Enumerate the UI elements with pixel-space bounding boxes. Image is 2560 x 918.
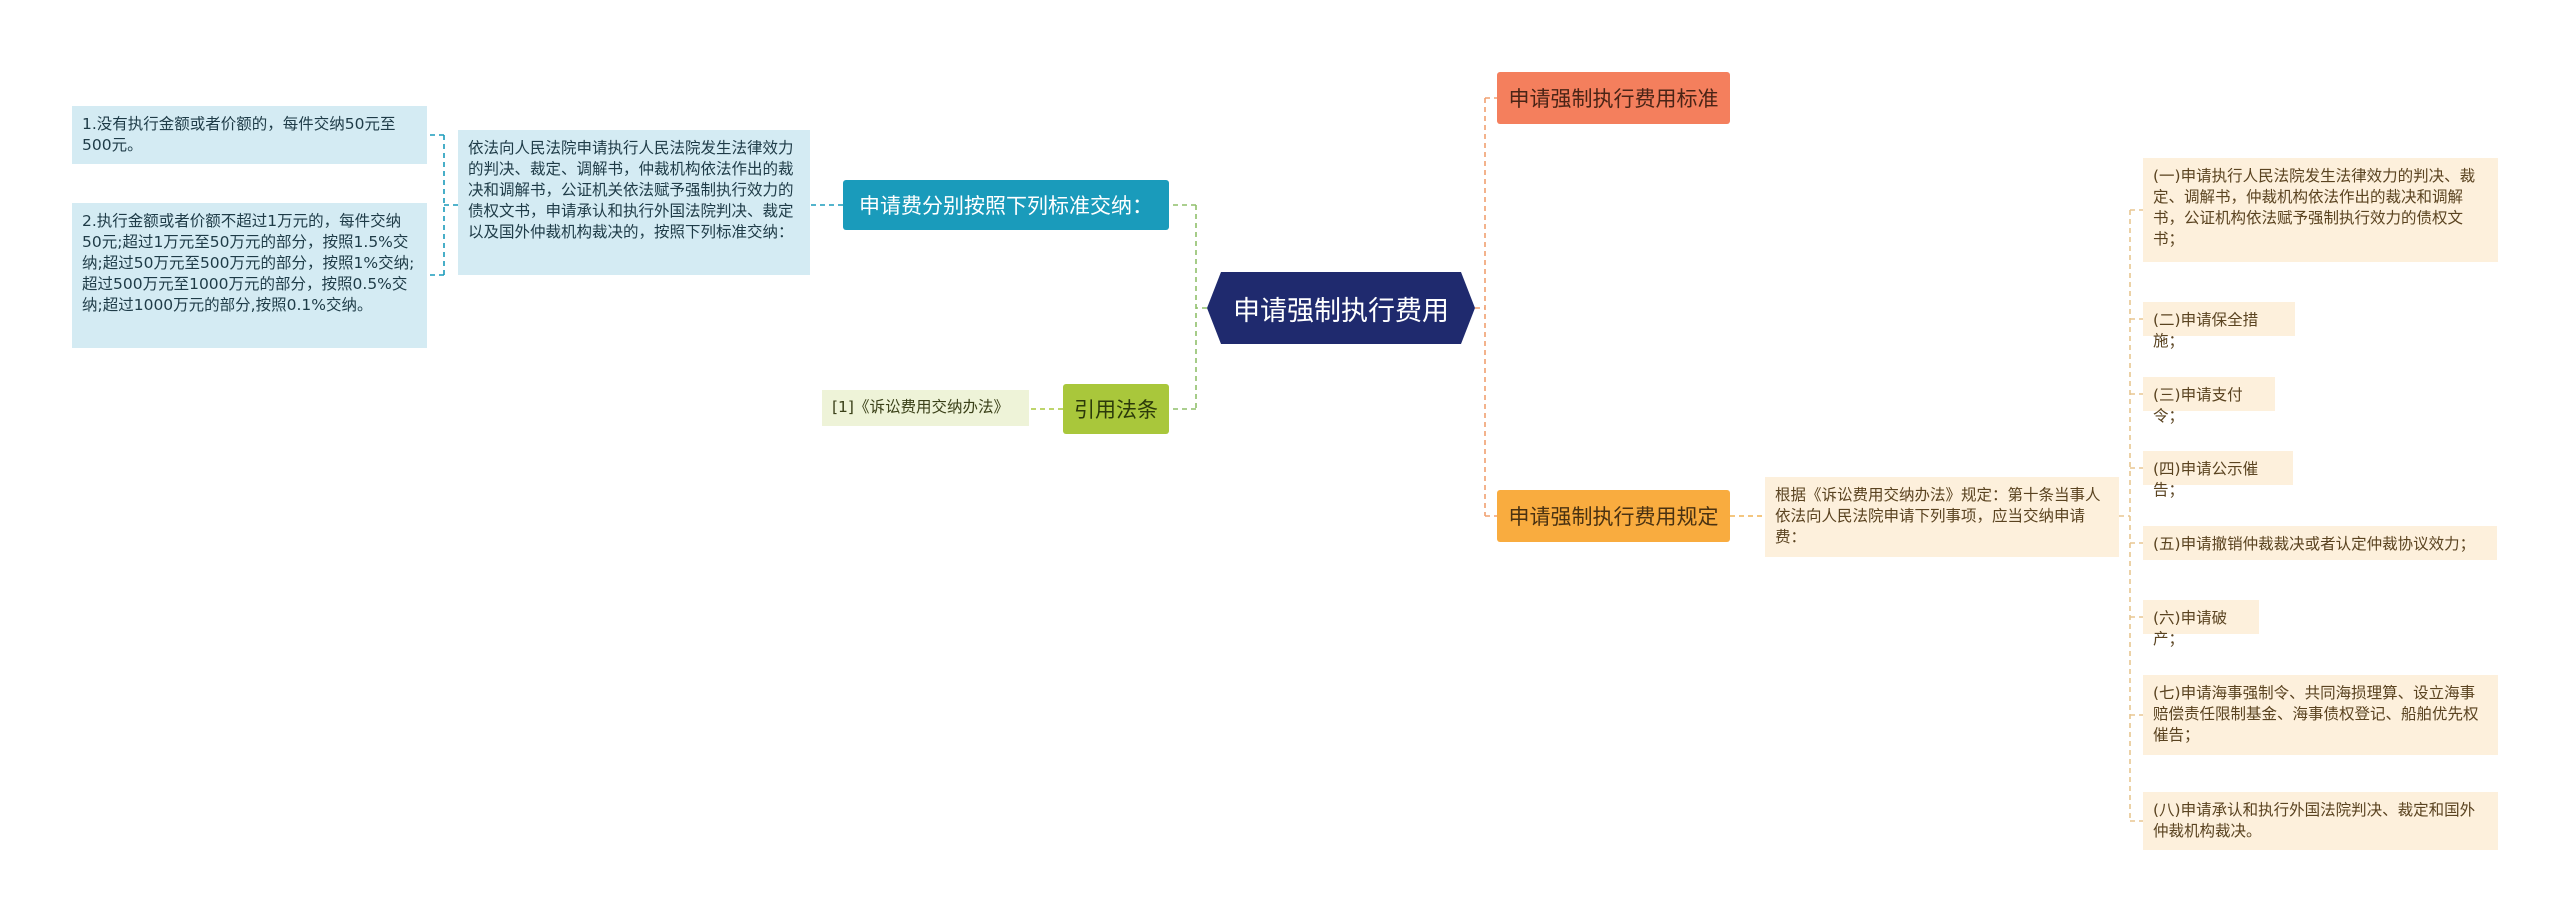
branch-fee[interactable]: 申请费分别按照下列标准交纳： [843, 180, 1169, 230]
rules-item-2[interactable]: (二)申请保全措施； [2143, 302, 2295, 350]
branch-standard-label: 申请强制执行费用标准 [1508, 87, 1719, 111]
rules-detail-node[interactable]: 根据《诉讼费用交纳办法》规定：第十条当事人依法向人民法院申请下列事项，应当交纳申… [1765, 477, 2119, 557]
root-topic[interactable]: 申请强制执行费用 [1207, 272, 1475, 344]
rules-item-1[interactable]: (一)申请执行人民法院发生法律效力的判决、裁定、调解书，仲裁机构依法作出的裁决和… [2143, 158, 2498, 262]
cite-detail-node[interactable]: [1]《诉讼费用交纳办法》 [822, 390, 1029, 426]
branch-cite-label: 引用法条 [1074, 398, 1158, 422]
rules-item-7[interactable]: (七)申请海事强制令、共同海损理算、设立海事赔偿责任限制基金、海事债权登记、船舶… [2143, 675, 2498, 755]
branch-cite[interactable]: 引用法条 [1063, 384, 1169, 434]
rules-item-3[interactable]: (三)申请支付令； [2143, 377, 2275, 425]
fee-detail-node[interactable]: 依法向人民法院申请执行人民法院发生法律效力的判决、裁定、调解书，仲裁机构依法作出… [458, 130, 810, 275]
fee-item-2[interactable]: 2.执行金额或者价额不超过1万元的，每件交纳50元;超过1万元至50万元的部分，… [72, 203, 427, 348]
branch-standard[interactable]: 申请强制执行费用标准 [1497, 72, 1730, 124]
rules-item-6[interactable]: (六)申请破产； [2143, 600, 2259, 648]
branch-fee-label: 申请费分别按照下列标准交纳： [859, 194, 1153, 218]
fee-item-1[interactable]: 1.没有执行金额或者价额的，每件交纳50元至500元。 [72, 106, 427, 164]
branch-rules-label: 申请强制执行费用规定 [1508, 505, 1719, 529]
rules-item-4[interactable]: (四)申请公示催告； [2143, 451, 2293, 499]
rules-item-8[interactable]: (八)申请承认和执行外国法院判决、裁定和国外仲裁机构裁决。 [2143, 792, 2498, 850]
root-title: 申请强制执行费用 [1233, 295, 1449, 327]
branch-rules[interactable]: 申请强制执行费用规定 [1497, 490, 1730, 542]
rules-item-5[interactable]: (五)申请撤销仲裁裁决或者认定仲裁协议效力； [2143, 526, 2497, 560]
